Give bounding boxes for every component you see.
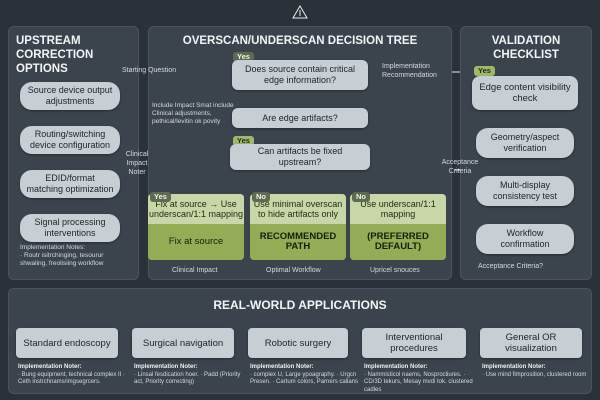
decision-tree-title: OVERSCAN/UNDERSCAN DECISION TREE	[182, 35, 418, 47]
question-edge-artifacts[interactable]: Are edge artifacts?	[232, 108, 368, 128]
q3-tag: Yes	[233, 136, 254, 146]
option-2-tag: No	[252, 192, 270, 202]
upstream-note-label: Implementation Notes:	[20, 244, 86, 251]
app-note-endoscopy: Implementation Noter:· Bung equipment, t…	[18, 364, 126, 385]
app-general-or[interactable]: General OR visualization	[480, 328, 582, 358]
recycle-triangle-icon	[292, 5, 308, 19]
validation-side-note: Acceptance Criteria	[441, 159, 479, 175]
option-fix-at-source[interactable]: Fix at source → Use underscan/1:1 mappin…	[148, 194, 244, 260]
app-robotic-surgery[interactable]: Robotic surgery	[248, 328, 348, 358]
question-critical-edge[interactable]: Does source contain critical edge inform…	[232, 60, 368, 90]
option-underscan-mapping-bottom: (PREFERRED DEFAULT)	[350, 224, 446, 260]
upstream-note-text: · Routr isitrchinging, tesourur shwaling…	[20, 252, 104, 267]
option-1-tag: Yes	[150, 192, 171, 202]
applications-title: REAL-WORLD APPLICATIONS	[213, 298, 387, 312]
implementation-recommendation-label: Implementation Recommendation	[382, 63, 437, 79]
upstream-title: UPSTREAM CORRECTION OPTIONS	[16, 35, 94, 75]
app-note-navigation: Implementation Noter:· Linsal fesdicatio…	[134, 364, 241, 385]
app-interventional-procedures[interactable]: Interventional procedures	[362, 328, 466, 358]
option-fix-at-source-bottom: Fix at source	[148, 224, 244, 260]
option-minimal-overscan[interactable]: Use minimal overscan to hide artifacts o…	[250, 194, 346, 260]
app-note-interventional: Implementation Noter:· Nammisticol naems…	[364, 364, 473, 393]
upstream-side-note: Clinical Impact Noter	[125, 151, 149, 176]
app-note-robotic: Implementation Noter:· complex U, Large …	[250, 364, 359, 385]
question-fix-upstream[interactable]: Can artifacts be fixed upstream?	[230, 144, 370, 170]
upstream-item-source-device[interactable]: Source device output adjustments	[20, 82, 120, 110]
validation-footer: Acceptance Criteria?	[478, 263, 543, 270]
upstream-item-routing[interactable]: Routing/switching device configuration	[20, 126, 120, 154]
validation-item-multi-display[interactable]: Multi-display consistency test	[476, 176, 574, 206]
app-note-general-or: Implementation Noter:· Use mind fimprosi…	[482, 364, 587, 378]
option-minimal-overscan-bottom: RECOMMENDED PATH	[250, 224, 346, 260]
tree-footer-clinical-impact: Clinical Impact	[172, 267, 218, 274]
validation-tag: Yes	[474, 66, 495, 76]
validation-item-workflow[interactable]: Workflow confirmation	[476, 224, 574, 254]
validation-title: VALIDATION CHECKLIST	[491, 35, 561, 61]
upstream-item-edid[interactable]: EDID/format matching optimization	[20, 170, 120, 198]
app-standard-endoscopy[interactable]: Standard endoscopy	[16, 328, 118, 358]
starting-question-label: Starting Question	[122, 67, 177, 74]
include-impact-note: Include Impact Smat include Clinical adj…	[152, 102, 234, 125]
option-3-tag: No	[352, 192, 370, 202]
q1-tag: Yes	[233, 52, 254, 62]
upstream-item-signal-processing[interactable]: Signal processing interventions	[20, 214, 120, 242]
tree-footer-optimal-workflow: Optimal Workflow	[266, 267, 321, 274]
app-surgical-navigation[interactable]: Surgical navigation	[132, 328, 234, 358]
option-underscan-mapping[interactable]: Use underscan/1:1 mapping (PREFERRED DEF…	[350, 194, 446, 260]
validation-item-edge-visibility[interactable]: Edge content visibility check	[472, 76, 578, 110]
validation-item-geometry[interactable]: Geometry/aspect verification	[476, 128, 574, 158]
tree-footer-upricel-snouces: Upricel snouces	[370, 267, 420, 274]
